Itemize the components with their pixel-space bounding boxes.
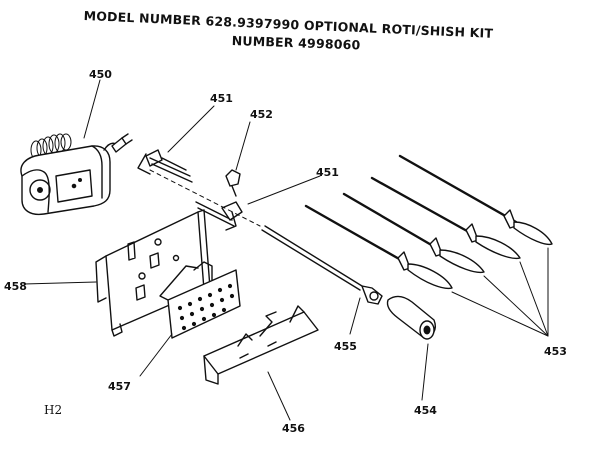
spit-rod-455 — [261, 225, 383, 335]
label-454: 454 — [414, 404, 437, 417]
label-453: 453 — [544, 345, 567, 358]
figure-label: H2 — [44, 403, 62, 417]
label-450: 450 — [89, 68, 112, 81]
motor-450 — [20, 79, 133, 216]
handle-454 — [386, 295, 436, 401]
label-452: 452 — [250, 108, 273, 121]
label-455: 455 — [334, 340, 357, 353]
label-457: 457 — [108, 380, 131, 393]
spit-fork-451-lower — [195, 175, 321, 231]
bracket-456 — [203, 305, 319, 421]
label-451-lower: 451 — [316, 166, 339, 179]
skewers-453 — [304, 154, 553, 337]
label-451-upper: 451 — [210, 92, 233, 105]
bracket-457 — [139, 261, 241, 377]
thumb-screw-452 — [225, 121, 251, 197]
spit-fork-451-upper — [137, 105, 215, 183]
label-456: 456 — [282, 422, 305, 435]
label-458: 458 — [4, 280, 27, 293]
